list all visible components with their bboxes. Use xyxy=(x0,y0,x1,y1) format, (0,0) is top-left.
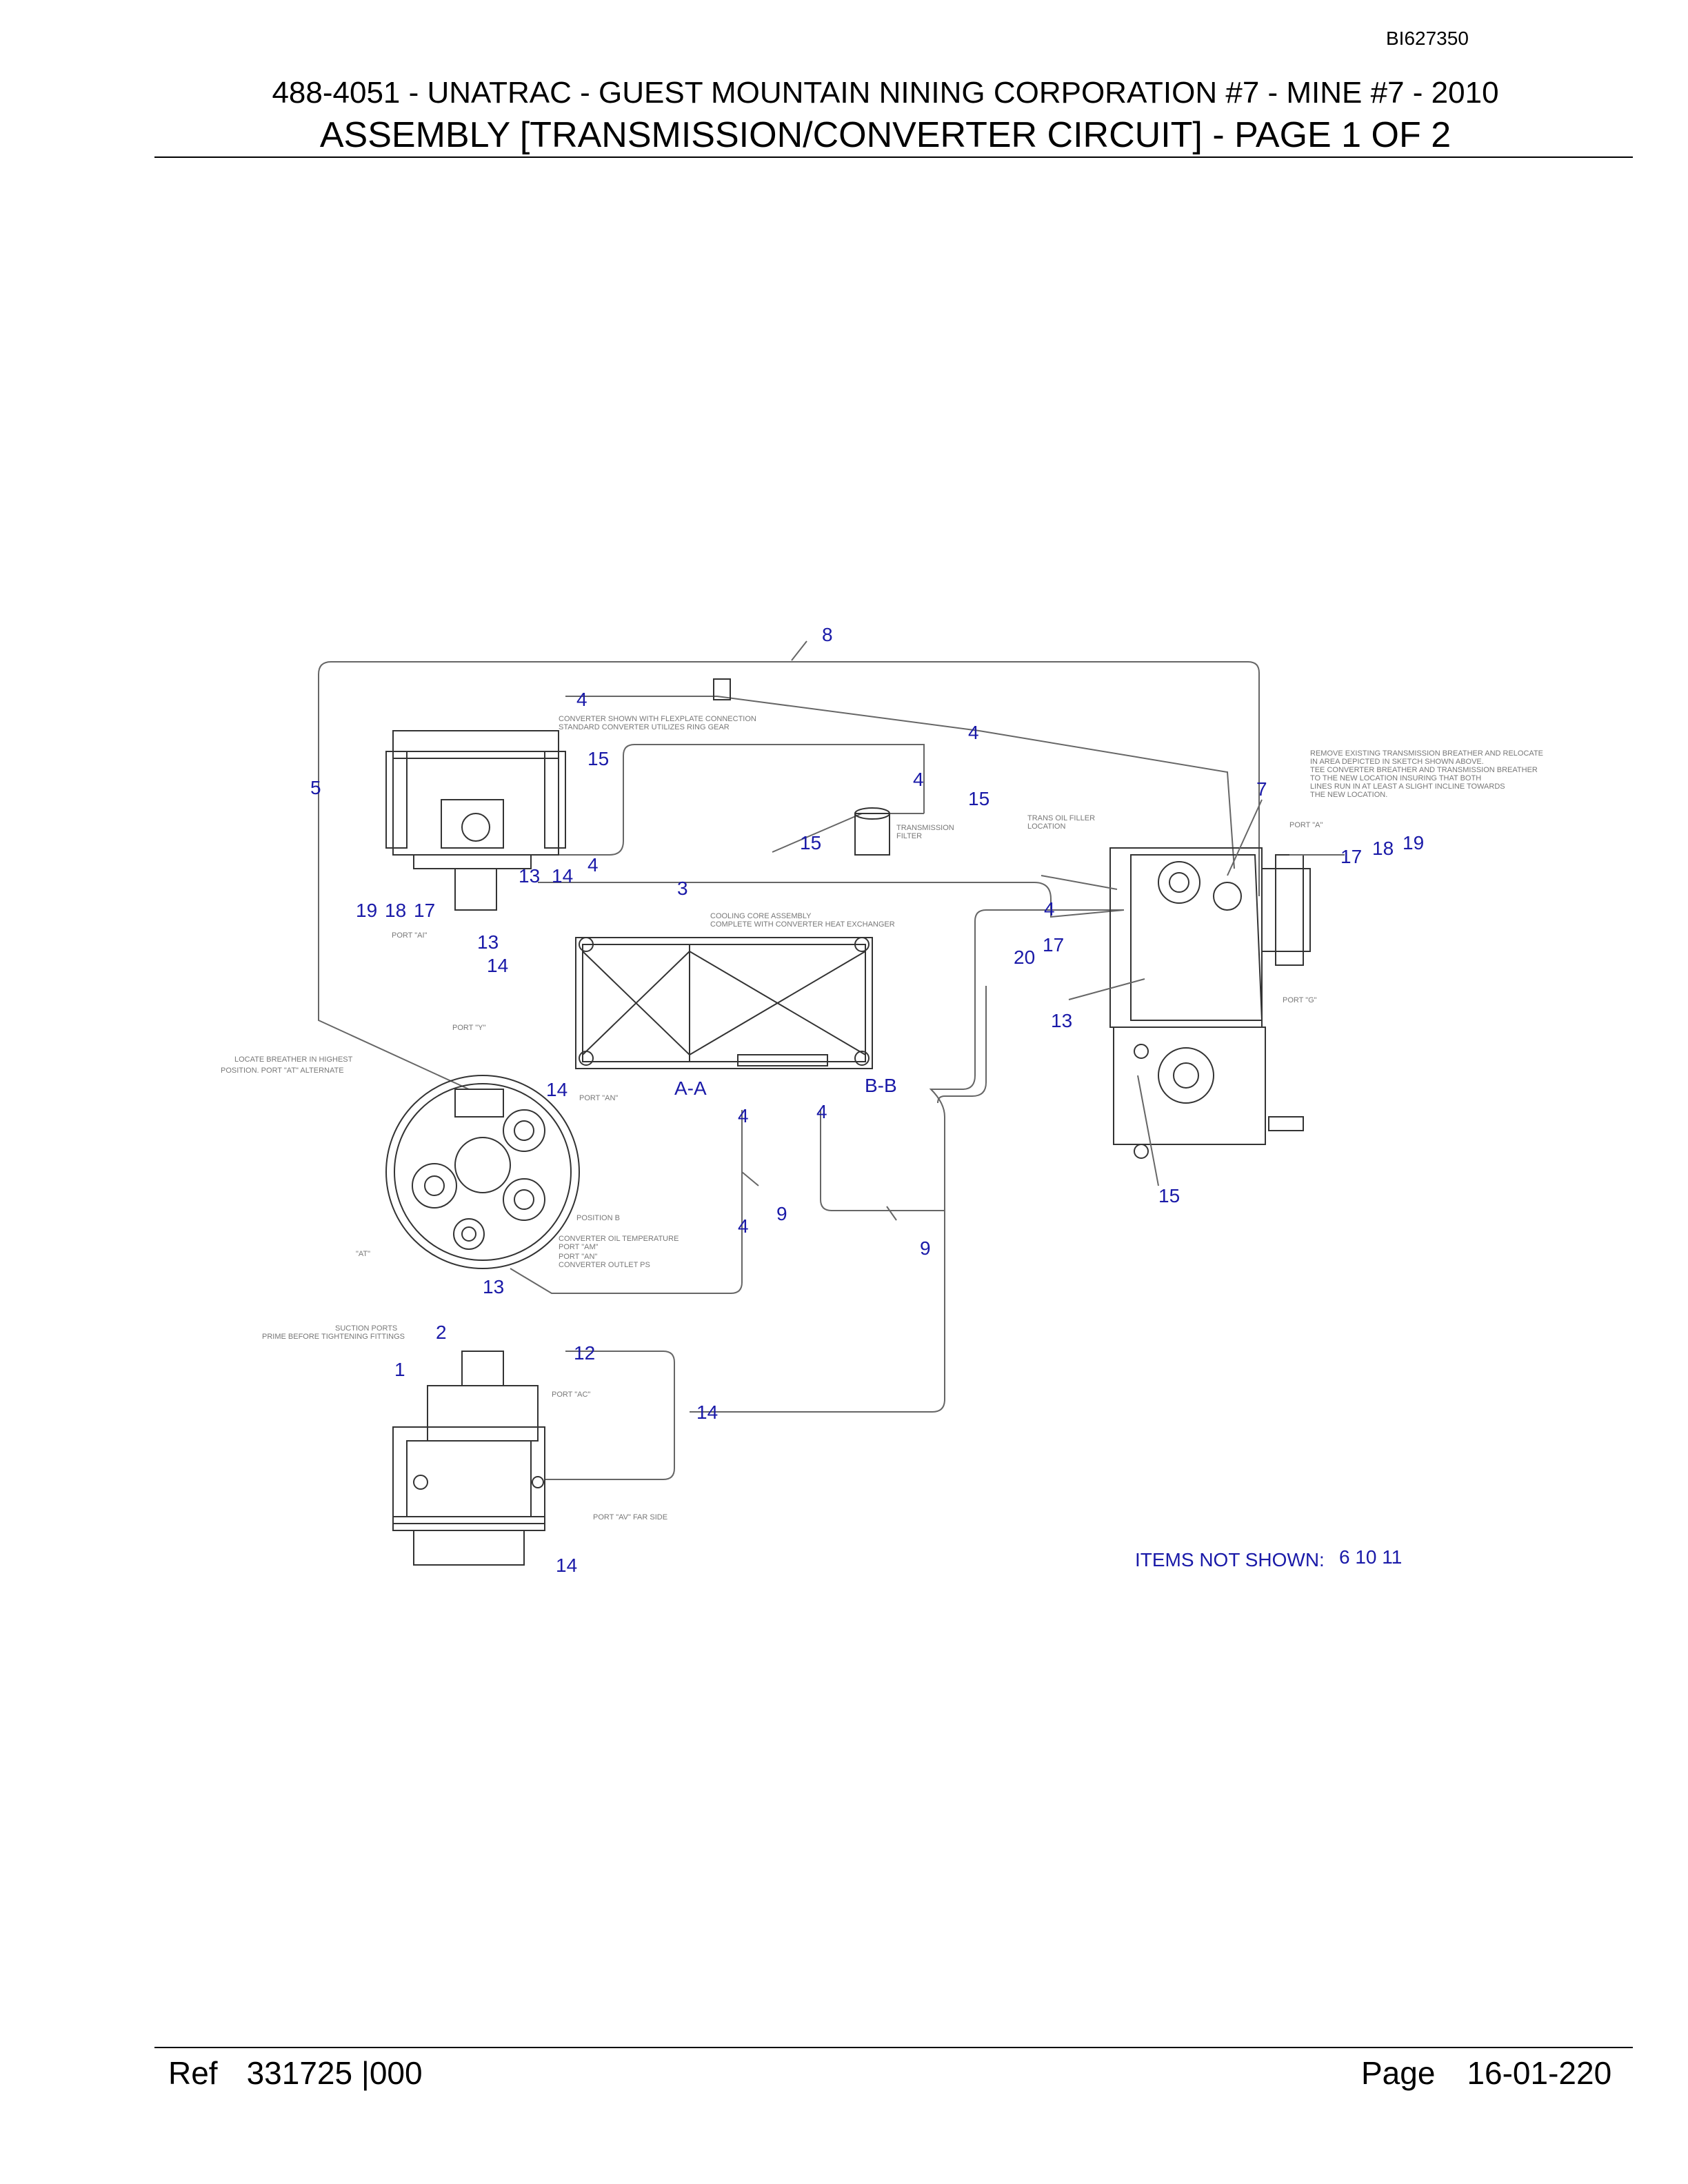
svg-text:IN AREA DEPICTED IN SKETCH SHO: IN AREA DEPICTED IN SKETCH SHOWN ABOVE. xyxy=(1310,758,1484,766)
callout-label: 4 xyxy=(738,1105,749,1126)
footer-rule xyxy=(154,2047,1633,2048)
svg-text:PORT "AM": PORT "AM" xyxy=(559,1243,599,1251)
svg-text:POSITION B: POSITION B xyxy=(576,1214,620,1222)
callout-label: 17 xyxy=(1043,934,1064,956)
page-title-line2: ASSEMBLY [TRANSMISSION/CONVERTER CIRCUIT… xyxy=(319,115,1451,155)
svg-text:PORT "AN": PORT "AN" xyxy=(579,1094,618,1102)
svg-text:PORT "AC": PORT "AC" xyxy=(552,1391,590,1399)
callout-label: 5 xyxy=(310,777,321,798)
hose-lines xyxy=(318,661,1260,1480)
svg-text:CONVERTER OIL TEMPERATURE: CONVERTER OIL TEMPERATURE xyxy=(559,1235,679,1243)
lower-pump-assembly xyxy=(392,1351,545,1566)
callout-labels: 8 4 4 15 5 4 15 15 4 3 13 14 19 18 17 13… xyxy=(310,624,1424,1576)
callout-label: 3 xyxy=(677,878,688,899)
svg-text:STANDARD CONVERTER UTILIZES RI: STANDARD CONVERTER UTILIZES RING GEAR xyxy=(559,723,730,731)
svg-text:CONVERTER SHOWN WITH FLEXPLATE: CONVERTER SHOWN WITH FLEXPLATE CONNECTIO… xyxy=(559,715,756,723)
callout-label: 14 xyxy=(696,1402,718,1423)
footer-page-number: 16-01-220 xyxy=(1467,2055,1612,2091)
callout-label: 4 xyxy=(587,854,599,876)
svg-text:POSITION. PORT "AT" ALTERNATE: POSITION. PORT "AT" ALTERNATE xyxy=(221,1066,344,1075)
svg-text:PRIME BEFORE TIGHTENING FITTIN: PRIME BEFORE TIGHTENING FITTINGS xyxy=(262,1333,405,1341)
converter-assembly xyxy=(385,678,731,911)
svg-text:PORT "G": PORT "G" xyxy=(1283,996,1317,1004)
svg-text:TRANSMISSION: TRANSMISSION xyxy=(896,824,954,832)
callout-label: 4 xyxy=(913,769,924,790)
callout-label: 12 xyxy=(574,1342,595,1364)
callout-label: 13 xyxy=(477,931,499,953)
callout-label: 14 xyxy=(556,1555,577,1576)
svg-text:COOLING CORE ASSEMBLY: COOLING CORE ASSEMBLY xyxy=(710,912,812,920)
cooling-core xyxy=(575,937,873,1069)
footer-ref-label: Ref xyxy=(168,2055,218,2091)
callout-label: 1 xyxy=(394,1359,405,1380)
section-label-aa: A-A xyxy=(674,1078,707,1099)
document-id: BI627350 xyxy=(1386,28,1469,49)
svg-text:TEE CONVERTER BREATHER AND TRA: TEE CONVERTER BREATHER AND TRANSMISSION … xyxy=(1310,766,1538,774)
svg-text:TO THE NEW LOCATION INSURING T: TO THE NEW LOCATION INSURING THAT BOTH xyxy=(1310,774,1481,782)
svg-text:LINES RUN IN AT LEAST A SLIGHT: LINES RUN IN AT LEAST A SLIGHT INCLINE T… xyxy=(1310,782,1505,791)
callout-label: 4 xyxy=(1044,898,1055,920)
footer-ref-number: 331725 |000 xyxy=(246,2055,423,2091)
svg-text:PORT "AI": PORT "AI" xyxy=(392,931,428,940)
page-title-line1: 488-4051 - UNATRAC - GUEST MOUNTAIN NINI… xyxy=(272,76,1499,110)
callout-label: 4 xyxy=(738,1215,749,1237)
items-not-shown: ITEMS NOT SHOWN: 6 10 11 xyxy=(1135,1546,1402,1570)
callout-label: 15 xyxy=(1158,1185,1180,1206)
leader-lines xyxy=(741,640,1345,1221)
svg-text:PORT "AV" FAR SIDE: PORT "AV" FAR SIDE xyxy=(593,1513,667,1521)
pump-drive-assembly xyxy=(385,1075,580,1269)
callout-label: 9 xyxy=(776,1203,787,1224)
callout-label: 2 xyxy=(436,1322,447,1343)
transmission-filter xyxy=(854,807,890,856)
transmission-assembly xyxy=(1109,847,1311,1159)
svg-text:FILTER: FILTER xyxy=(896,832,922,840)
svg-text:PORT "AN": PORT "AN" xyxy=(559,1253,597,1261)
svg-text:CONVERTER OUTLET PS: CONVERTER OUTLET PS xyxy=(559,1261,650,1269)
svg-text:TRANS OIL FILLER: TRANS OIL FILLER xyxy=(1027,814,1095,822)
footer-page-label: Page xyxy=(1361,2055,1436,2091)
svg-text:PORT "A": PORT "A" xyxy=(1289,821,1323,829)
callout-label: 17 xyxy=(414,900,435,921)
svg-text:LOCATE BREATHER IN HIGHEST: LOCATE BREATHER IN HIGHEST xyxy=(234,1055,353,1064)
svg-text:6 10 11: 6 10 11 xyxy=(1339,1546,1402,1568)
callout-label: 4 xyxy=(816,1101,827,1122)
callout-label: 9 xyxy=(920,1237,931,1259)
section-label-bb: B-B xyxy=(865,1075,897,1096)
svg-text:PORT "Y": PORT "Y" xyxy=(452,1024,485,1032)
footer-page: Page 16-01-220 xyxy=(1361,2054,1611,2092)
svg-text:COMPLETE WITH CONVERTER HEAT E: COMPLETE WITH CONVERTER HEAT EXCHANGER xyxy=(710,920,895,929)
svg-text:"AT": "AT" xyxy=(356,1250,370,1258)
callout-label: 7 xyxy=(1256,778,1267,800)
callout-label: 14 xyxy=(487,955,508,976)
callout-label: 19 xyxy=(1403,832,1424,853)
header-rule xyxy=(154,156,1633,158)
svg-text:THE NEW LOCATION.: THE NEW LOCATION. xyxy=(1310,791,1387,799)
callout-label: 13 xyxy=(1051,1010,1072,1031)
footer-ref: Ref 331725 |000 xyxy=(168,2054,423,2092)
callout-label: 20 xyxy=(1014,947,1035,968)
callout-label: 4 xyxy=(968,722,979,743)
callout-label: 19 xyxy=(356,900,377,921)
callout-label: 17 xyxy=(1340,846,1362,867)
callout-label: 13 xyxy=(483,1276,504,1297)
drawing-notes: CONVERTER SHOWN WITH FLEXPLATE CONNECTIO… xyxy=(221,715,1543,1521)
callout-label: 13 xyxy=(519,865,540,887)
svg-text:ITEMS NOT SHOWN:: ITEMS NOT SHOWN: xyxy=(1135,1549,1325,1570)
callout-label: 14 xyxy=(552,865,573,887)
callout-label: 8 xyxy=(822,624,833,645)
svg-text:LOCATION: LOCATION xyxy=(1027,822,1065,831)
callout-label: 15 xyxy=(968,788,989,809)
callout-label: 18 xyxy=(385,900,406,921)
callout-label: 15 xyxy=(800,832,821,853)
svg-text:SUCTION PORTS: SUCTION PORTS xyxy=(335,1324,397,1333)
svg-text:REMOVE EXISTING TRANSMISSION B: REMOVE EXISTING TRANSMISSION BREATHER AN… xyxy=(1310,749,1543,758)
callout-label: 18 xyxy=(1372,838,1394,859)
callout-label: 15 xyxy=(587,748,609,769)
callout-label: 14 xyxy=(546,1079,567,1100)
callout-label: 4 xyxy=(576,689,587,710)
